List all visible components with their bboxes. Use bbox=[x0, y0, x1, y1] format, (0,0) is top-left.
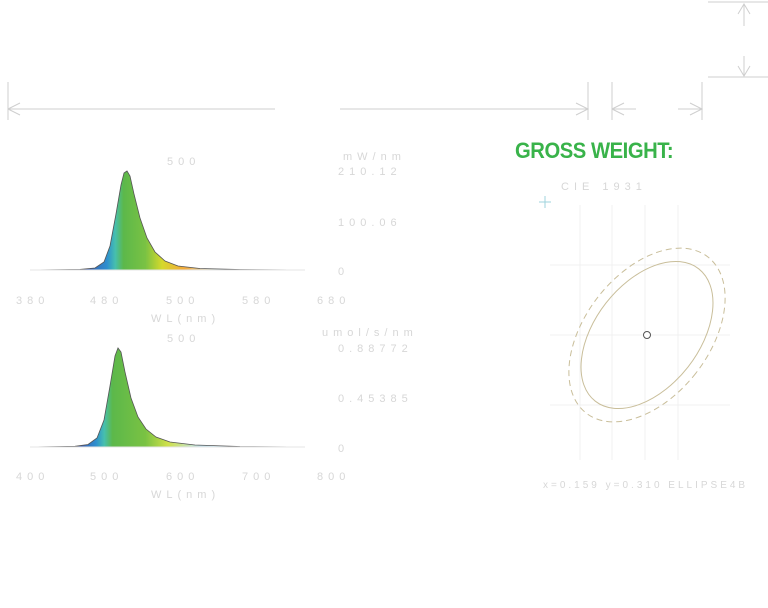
spectrum-chart-photons: 500 umol/s/nm 0.88772 0.45385 0 400 500 … bbox=[16, 327, 418, 501]
x-axis-label: WL(nm) bbox=[151, 489, 220, 501]
ellipse-inner-solid bbox=[580, 260, 714, 410]
y-tick-zero: 0 bbox=[338, 266, 349, 278]
x-tick-label: 500 bbox=[166, 295, 199, 307]
x-tick-label: 700 bbox=[242, 471, 275, 483]
spectrum-curve-watts bbox=[29, 170, 306, 271]
x-tick-label: 500 bbox=[90, 471, 123, 483]
chromaticity-readout: x=0.159 y=0.310 ELLIPSE4B bbox=[543, 480, 748, 491]
chart-title: 500 bbox=[167, 333, 200, 345]
x-tick-label: 680 bbox=[317, 295, 350, 307]
chromaticity-title: CIE 1931 bbox=[561, 181, 647, 193]
x-tick-label: 480 bbox=[90, 295, 123, 307]
y-tick-max: 0.88772 bbox=[338, 343, 413, 355]
height-dimension bbox=[708, 1, 768, 78]
spectrum-curve-photons bbox=[29, 347, 306, 448]
x-tick-label: 380 bbox=[16, 295, 49, 307]
depth-dimension bbox=[611, 82, 704, 120]
y-tick-zero: 0 bbox=[338, 443, 349, 455]
x-tick-label: 600 bbox=[166, 471, 199, 483]
x-tick-label: 580 bbox=[242, 295, 275, 307]
spectrum-chart-watts: 500 mW/nm 210.12 100.06 0 380 480 500 58… bbox=[16, 151, 406, 325]
y-axis-unit: umol/s/nm bbox=[322, 327, 418, 339]
width-dimension-right bbox=[340, 82, 590, 120]
x-tick-label: 400 bbox=[16, 471, 49, 483]
y-tick-max: 210.12 bbox=[338, 166, 402, 178]
crosshair-icon bbox=[539, 196, 551, 208]
chart-title: 500 bbox=[167, 156, 200, 168]
dimension-lines bbox=[7, 1, 768, 120]
ellipse-outer-dashed bbox=[568, 247, 726, 423]
chromaticity-chart: CIE 1931 x=0.159 y=0.310 ELLIPSE4B bbox=[539, 181, 748, 491]
chromaticity-point bbox=[643, 331, 651, 339]
y-tick-mid: 100.06 bbox=[338, 217, 402, 229]
x-axis-label: WL(nm) bbox=[151, 313, 220, 325]
gross-weight-heading: GROSS WEIGHT: bbox=[515, 138, 674, 163]
y-axis-unit: mW/nm bbox=[343, 151, 406, 163]
y-tick-mid: 0.45385 bbox=[338, 393, 413, 405]
x-tick-label: 800 bbox=[317, 471, 350, 483]
width-dimension-left bbox=[7, 82, 275, 120]
